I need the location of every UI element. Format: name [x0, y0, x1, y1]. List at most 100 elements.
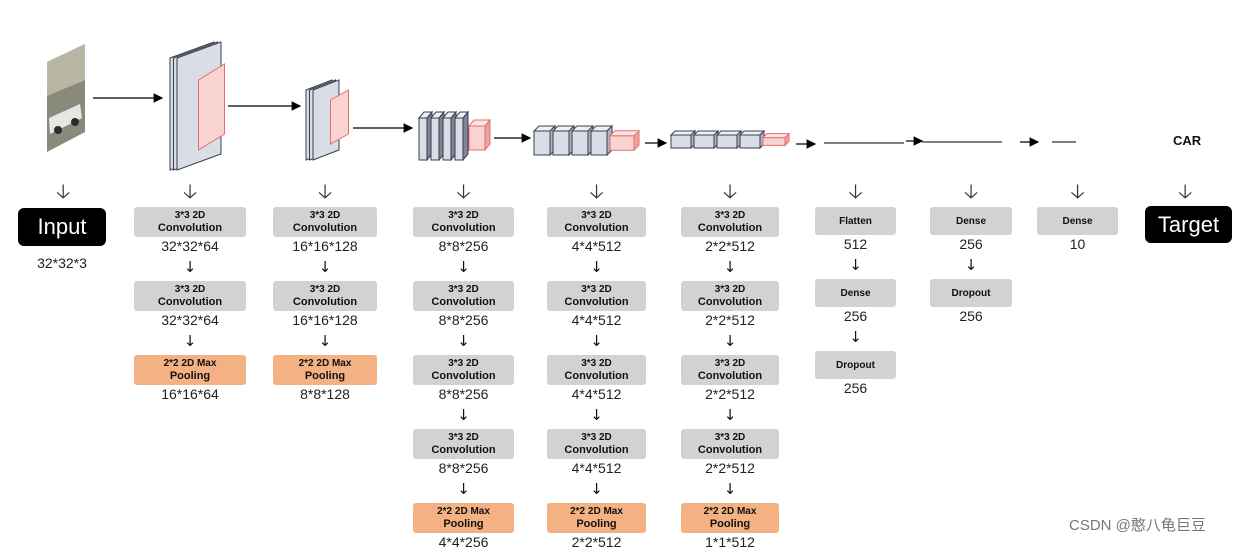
layer-title: 3*3 2D	[448, 358, 479, 369]
down-arrow-icon: ↓	[457, 332, 470, 350]
layer-title: Flatten	[839, 215, 872, 227]
layer-block: Dropout	[930, 279, 1012, 307]
conv-volume-stage3	[417, 110, 492, 162]
layer-title: Dense	[955, 215, 986, 227]
layer-title: 3*3 2D	[581, 358, 612, 369]
output-dim: 2*2*512	[705, 312, 755, 328]
layer-title: 3*3 2D	[714, 358, 746, 369]
output-dim: 8*8*256	[438, 312, 489, 328]
down-arrow-icon: 🡣	[1070, 179, 1085, 203]
layer-title: 3*3 2D	[174, 284, 206, 295]
layer-subtitle: Convolution	[697, 444, 763, 456]
output-dim: 4*4*512	[571, 312, 622, 328]
layer-title: 3*3 2D	[581, 432, 612, 443]
output-dim: 2*2*512	[571, 534, 622, 550]
car-label: CAR	[1173, 133, 1202, 148]
filter-side	[633, 129, 640, 152]
down-arrow-icon: ↓	[590, 406, 603, 424]
layer-column-8: 🡣 Dense 10	[1037, 178, 1118, 255]
architecture-schematic	[47, 41, 1076, 171]
layer-subtitle: Convolution	[564, 222, 629, 234]
output-dim: 512	[843, 236, 868, 252]
output-dim: 10	[1069, 236, 1086, 252]
cube-front	[670, 134, 692, 149]
layer-title: 3*3 2D	[448, 210, 479, 221]
layer-title: 3*3 2D	[448, 284, 479, 295]
layer-subtitle: Convolution	[157, 296, 223, 308]
layer-title: Dropout	[951, 287, 991, 299]
layer-title: 3*3 2D	[309, 284, 341, 295]
layer-title: 3*3 2D	[309, 210, 341, 221]
layer-subtitle: Convolution	[157, 222, 223, 234]
filter-slab	[198, 63, 225, 151]
input-dim: 32*32*3	[37, 255, 87, 271]
cube-front	[693, 134, 715, 149]
down-arrow-icon: 🡣	[317, 179, 333, 203]
down-arrow-icon: ↓	[723, 258, 737, 276]
layer-subtitle: Convolution	[564, 296, 629, 308]
down-arrow-icon: ↓	[590, 480, 603, 498]
down-arrow-icon: ↓	[849, 256, 862, 274]
layer-block: Dense	[815, 279, 896, 307]
down-arrow-icon: ↓	[457, 258, 470, 276]
input-node: Input	[18, 208, 106, 246]
cube-front	[739, 134, 761, 149]
down-arrow-icon: 🡣	[963, 179, 979, 203]
filter-side	[484, 118, 491, 152]
down-arrow-icon: 🡣	[722, 179, 738, 203]
layer-title: 3*3 2D	[581, 210, 612, 221]
down-arrow-icon: ↓	[183, 258, 197, 276]
output-dim: 16*16*128	[292, 238, 358, 254]
layer-title: 3*3 2D	[714, 210, 746, 221]
output-dim: 256	[959, 308, 983, 324]
down-arrow-icon: ↓	[457, 406, 470, 424]
output-dim: 8*8*256	[438, 238, 489, 254]
layer-block: Dropout	[815, 351, 896, 379]
filter-slab	[330, 89, 349, 145]
output-dim: 4*4*512	[571, 386, 622, 402]
filter-front	[762, 137, 786, 146]
output-dim: 2*2*512	[705, 238, 755, 254]
layer-title: 2*2 2D Max	[298, 358, 352, 369]
layer-subtitle: Convolution	[697, 370, 763, 382]
filter-front	[609, 135, 635, 151]
layer-subtitle: Convolution	[292, 296, 358, 308]
layer-subtitle: Convolution	[431, 296, 496, 308]
down-arrow-icon: ↓	[964, 256, 978, 274]
layer-subtitle: Convolution	[292, 222, 358, 234]
slab-side	[462, 110, 469, 162]
output-dim: 256	[843, 380, 868, 396]
layer-title: 2*2 2D Max	[437, 506, 490, 517]
slab-front	[430, 117, 440, 161]
down-arrow-icon: 🡣	[182, 179, 198, 203]
layer-title: Dense	[840, 287, 871, 299]
layer-subtitle: Convolution	[564, 370, 629, 382]
output-dim: 32*32*64	[161, 312, 219, 328]
down-arrow-icon: ↓	[457, 480, 470, 498]
output-dim: 4*4*256	[438, 534, 489, 550]
down-arrow-icon: 🡣	[1178, 179, 1193, 203]
down-arrow-icon: ↓	[723, 406, 737, 424]
slab-front	[454, 117, 464, 161]
layer-title: 3*3 2D	[174, 210, 206, 221]
layer-subtitle: Pooling	[443, 518, 484, 530]
output-dim: 8*8*128	[300, 386, 350, 402]
output-dim: 256	[843, 308, 868, 324]
down-arrow-icon: 🡣	[589, 179, 604, 203]
layer-title: Dense	[1062, 215, 1093, 227]
